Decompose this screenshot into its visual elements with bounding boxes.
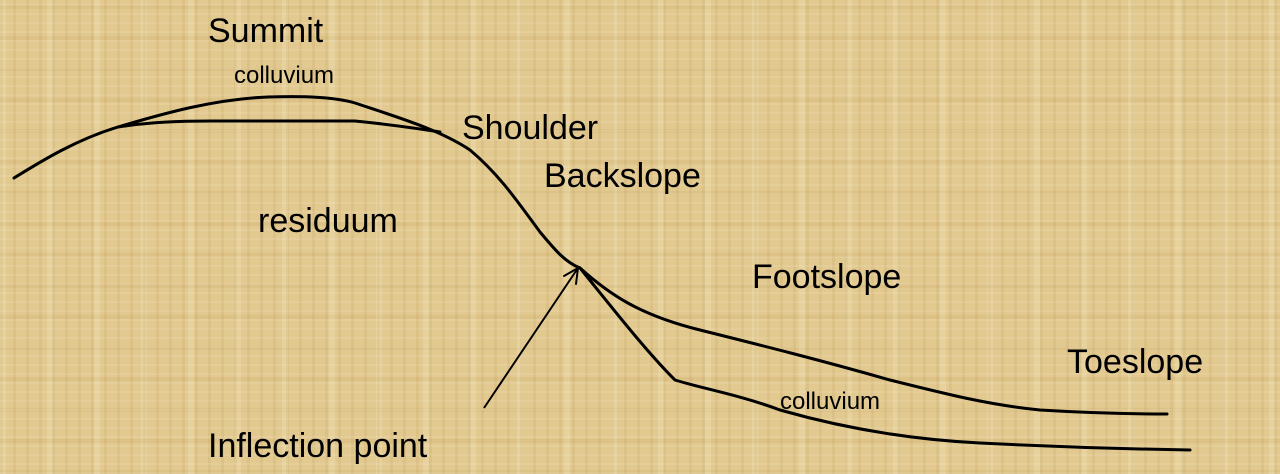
toeslope-label: Toeslope — [1067, 343, 1204, 381]
summit-colluvium-label: colluvium — [234, 62, 335, 89]
lower-colluvium-base-line — [578, 266, 1192, 452]
inflection-point-label: Inflection point — [208, 427, 428, 465]
residuum-label: residuum — [258, 202, 398, 240]
inflection-arrow-head — [563, 267, 579, 285]
hillslope-profile-line — [12, 95, 1169, 416]
shoulder-label: Shoulder — [462, 109, 599, 147]
backslope-label: Backslope — [544, 157, 701, 195]
inflection-arrow-shaft — [483, 267, 579, 409]
lower-colluvium-label: colluvium — [780, 388, 881, 415]
summit-colluvium-base-line — [116, 119, 442, 134]
footslope-label: Footslope — [752, 258, 902, 296]
summit-label: Summit — [208, 12, 324, 50]
